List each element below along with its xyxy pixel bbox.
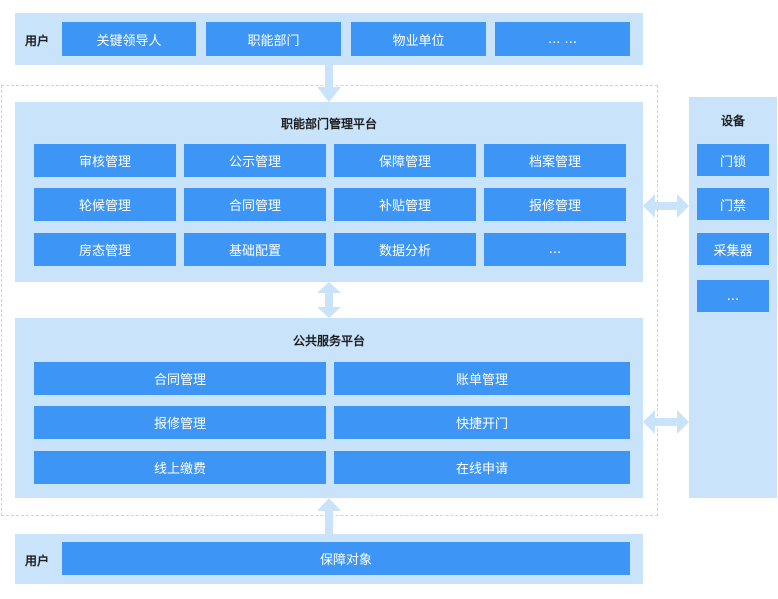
public-item[interactable]: 在线申请 (334, 451, 630, 484)
device-item[interactable]: 采集器 (697, 233, 769, 265)
bottom-user-label: 用户 (25, 554, 50, 568)
top-user-label: 用户 (25, 34, 50, 48)
public-platform-title: 公共服务平台 (292, 334, 365, 348)
public-item[interactable]: 线上缴费 (34, 451, 326, 484)
dept-item[interactable]: 数据分析 (334, 233, 476, 266)
public-item[interactable]: 账单管理 (334, 362, 630, 395)
top-user-item[interactable]: 职能部门 (206, 22, 341, 56)
public-item[interactable]: 报修管理 (34, 406, 326, 439)
dept-platform-title: 职能部门管理平台 (280, 117, 377, 131)
dept-item[interactable]: 报修管理 (484, 188, 626, 221)
dept-item[interactable]: 公示管理 (184, 144, 326, 177)
dept-item[interactable]: 档案管理 (484, 144, 626, 177)
device-item[interactable]: ... (697, 280, 769, 312)
public-item[interactable]: 合同管理 (34, 362, 326, 395)
dept-item[interactable]: 基础配置 (184, 233, 326, 266)
dept-item[interactable]: 轮候管理 (34, 188, 176, 221)
device-item[interactable]: 门禁 (697, 188, 769, 220)
dept-item[interactable]: ... (484, 233, 626, 266)
vertical-double-arrow-icon (317, 282, 341, 318)
down-arrow-icon (317, 65, 341, 102)
device-item[interactable]: 门锁 (697, 144, 769, 176)
dept-item[interactable]: 保障管理 (334, 144, 476, 177)
top-user-item[interactable]: 关键领导人 (62, 22, 196, 56)
public-item[interactable]: 快捷开门 (334, 406, 630, 439)
dept-item[interactable]: 合同管理 (184, 188, 326, 221)
dept-item[interactable]: 补贴管理 (334, 188, 476, 221)
top-user-item[interactable]: 物业单位 (351, 22, 486, 56)
horizontal-double-arrow-icon (643, 410, 689, 434)
horizontal-double-arrow-icon (643, 194, 689, 218)
devices-title: 设备 (720, 114, 745, 128)
up-arrow-icon (317, 498, 341, 534)
dept-item[interactable]: 房态管理 (34, 233, 176, 266)
dept-item[interactable]: 审核管理 (34, 144, 176, 177)
bottom-user-item[interactable]: 保障对象 (62, 542, 630, 575)
top-user-item[interactable]: ... ... (495, 22, 630, 56)
